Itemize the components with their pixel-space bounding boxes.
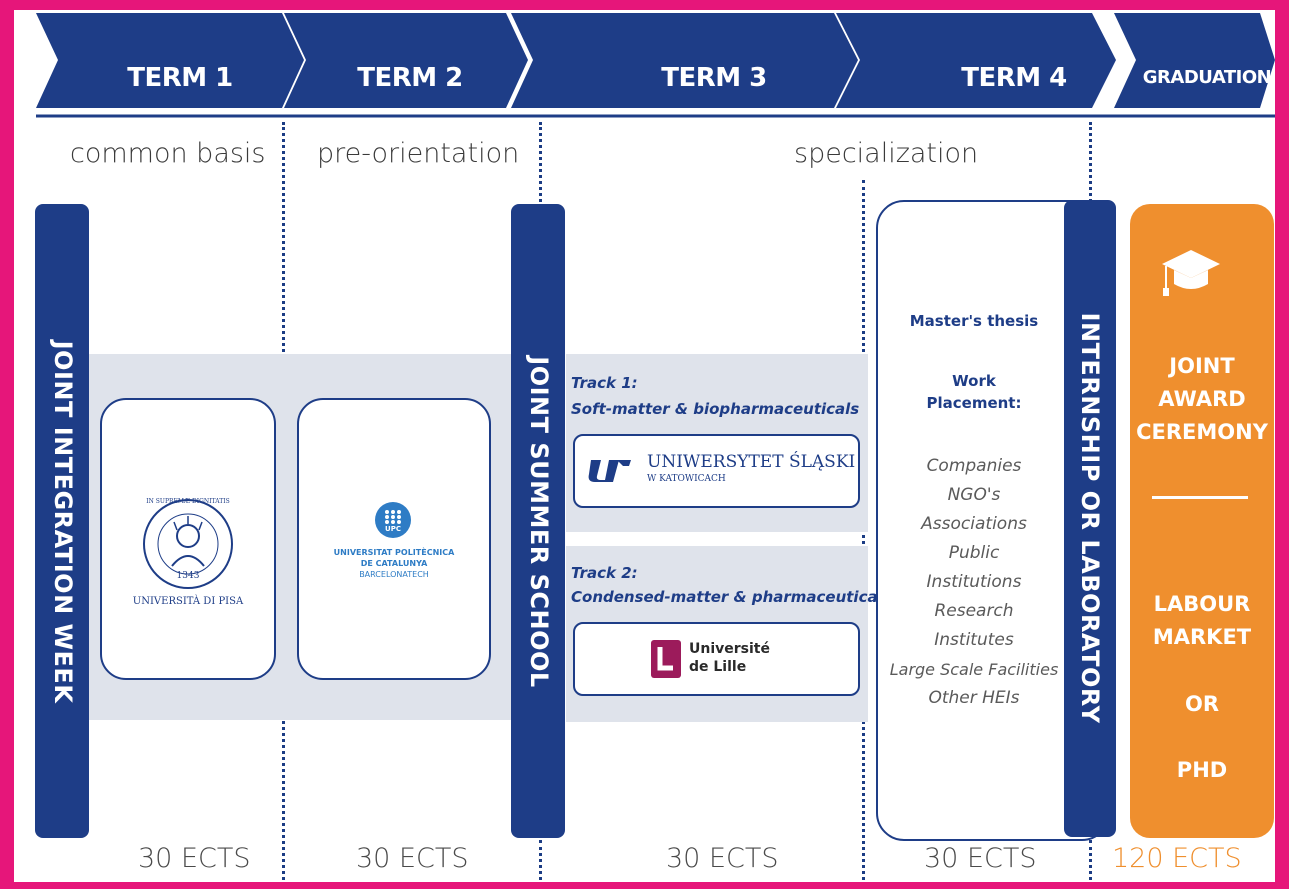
term1-chevron — [36, 13, 304, 108]
track2-desc: Condensed-matter & pharmaceuticals — [571, 588, 892, 606]
lille-line1: Université — [689, 641, 770, 657]
grad-line1: JOINT — [1169, 354, 1235, 378]
summer-school-label: JOINT SUMMER SCHOOL — [525, 356, 553, 688]
silesia-name: UNIWERSYTET ŚLĄSKI — [647, 452, 856, 472]
placement-item: Institutions — [926, 572, 1022, 592]
lille-name: Université de Lille — [689, 640, 770, 676]
placement-item: Companies — [926, 456, 1022, 476]
upc-line1: UNIVERSITAT POLITÈCNICA — [333, 548, 455, 557]
ects-term2: 30 ECTS — [356, 843, 469, 874]
silesia-logo-icon — [588, 460, 631, 482]
term-chevrons — [36, 13, 1275, 118]
upc-name: UNIVERSITAT POLITÈCNICA DE CATALUNYA BAR… — [299, 547, 489, 580]
graduation-chevron — [1114, 13, 1275, 108]
term3-label: TERM 3 — [661, 63, 767, 93]
silesia-logo-box: UNIWERSYTET ŚLĄSKI W KATOWICACH — [573, 434, 860, 508]
ects-term4: 30 ECTS — [924, 843, 1037, 874]
phase-pre-orientation: pre-orientation — [317, 138, 520, 169]
graduation-cap-icon — [1162, 250, 1220, 296]
phase-specialization: specialization — [794, 138, 979, 169]
graduation-label: GRADUATION — [1142, 67, 1272, 88]
lille-logo-box: Université de Lille — [573, 622, 860, 696]
thesis-title: Master's thesis — [909, 312, 1039, 330]
pisa-year: 1343 — [176, 571, 200, 581]
phase-common-basis: common basis — [70, 138, 266, 169]
summer-school-bar — [511, 204, 565, 838]
divider-term2-top — [539, 122, 542, 202]
work-line1: Work — [952, 372, 996, 390]
graduation-divider — [1152, 496, 1248, 499]
internship-bar — [1064, 200, 1116, 837]
lille-line2: de Lille — [689, 659, 747, 675]
upc-card: UPC UNIVERSITAT POLITÈCNICA DE CATALUNYA… — [297, 398, 491, 680]
divider-term4-bottom — [1089, 840, 1092, 880]
ects-term3: 30 ECTS — [666, 843, 779, 874]
integration-week-bar — [35, 204, 89, 838]
grad-line4: LABOUR — [1153, 592, 1251, 616]
grad-or: OR — [1184, 692, 1220, 716]
ects-term1: 30 ECTS — [138, 843, 251, 874]
grad-line2: AWARD — [1158, 387, 1246, 411]
work-line2: Placement: — [926, 394, 1022, 412]
upc-line3: BARCELONATECH — [359, 570, 429, 579]
term2-chevron — [284, 13, 528, 108]
program-diagram: TERM 1 TERM 2 TERM 3 TERM 4 GRADUATION c… — [14, 10, 1275, 882]
track2-title: Track 2: — [571, 564, 638, 582]
grad-phd: PHD — [1176, 758, 1228, 782]
placement-item: Research — [934, 601, 1014, 621]
lille-logo-icon — [651, 640, 681, 678]
term2-label: TERM 2 — [357, 63, 463, 93]
term4-label: TERM 4 — [961, 63, 1067, 93]
track1-desc: Soft-matter & biopharmaceuticals — [571, 400, 860, 418]
internship-label: INTERNSHIP OR LABORATORY — [1076, 312, 1104, 724]
upc-logo-icon: UPC — [375, 502, 411, 538]
placement-item: Institutes — [934, 630, 1014, 650]
graduation-panel — [1130, 204, 1274, 838]
term1-label: TERM 1 — [127, 63, 233, 93]
work-placement: Work Placement: — [886, 370, 1062, 414]
term3-chevron — [511, 13, 858, 108]
pisa-seal-icon — [143, 499, 233, 589]
placement-item: NGO's — [947, 485, 1001, 505]
divider-term4-top — [1089, 122, 1092, 202]
placement-item: Other HEIs — [928, 688, 1020, 708]
placement-item: Large Scale Facilities — [889, 660, 1059, 679]
integration-week-label: JOINT INTEGRATION WEEK — [49, 340, 77, 704]
pisa-name: UNIVERSITÀ DI PISA — [132, 596, 244, 607]
upc-line2: DE CATALUNYA — [360, 559, 428, 568]
placement-item: Public — [948, 543, 1000, 563]
upc-badge-text: UPC — [385, 525, 401, 533]
award-ceremony: JOINT AWARD CEREMONY — [1127, 350, 1275, 449]
ects-total: 120 ECTS — [1112, 843, 1242, 874]
pisa-motto: IN SUPREMÆ DIGNITATIS — [146, 498, 230, 505]
placement-item: Associations — [921, 514, 1027, 534]
grad-line3: CEREMONY — [1136, 420, 1268, 444]
placement-list: Companies NGO's Associations Public Inst… — [882, 452, 1066, 713]
silesia-sub: W KATOWICACH — [647, 474, 726, 484]
grad-line5: MARKET — [1152, 625, 1252, 649]
upc-dots-icon — [385, 510, 401, 524]
divider-term2-bottom — [539, 840, 542, 880]
pisa-card: IN SUPREMÆ DIGNITATIS 1343 UNIVERSITÀ DI… — [100, 398, 276, 680]
labour-market: LABOUR MARKET — [1127, 588, 1275, 654]
track1-title: Track 1: — [571, 374, 638, 392]
term4-chevron — [836, 13, 1116, 108]
